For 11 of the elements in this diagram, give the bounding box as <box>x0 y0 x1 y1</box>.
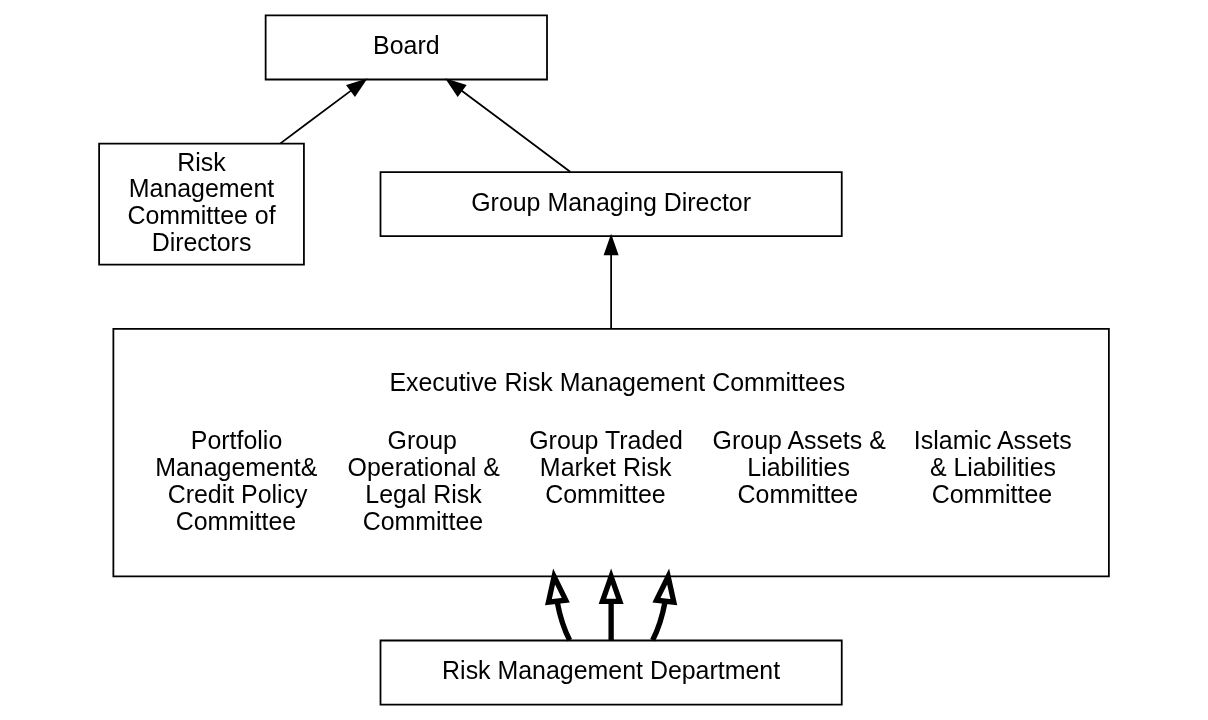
node-box: Risk Management Department <box>379 639 843 706</box>
arrow <box>603 233 619 330</box>
node-box: Risk Management Committee of Directors <box>98 142 305 266</box>
node-box: Board <box>264 14 548 81</box>
arrow <box>279 78 368 145</box>
arrow <box>545 568 573 642</box>
arrow <box>598 568 624 641</box>
node-box: Executive Risk Management Committees Portfolio Management& Credit Policy Committee Group Operational & Legal Risk Committee Group Traded Market Risk Committee Group Assets & Liabilities Committee Islamic Assets & Liabilities Committee <box>112 327 1110 578</box>
node-box: Group Managing Director <box>379 171 843 238</box>
arrow <box>650 568 678 642</box>
arrow <box>445 78 572 173</box>
